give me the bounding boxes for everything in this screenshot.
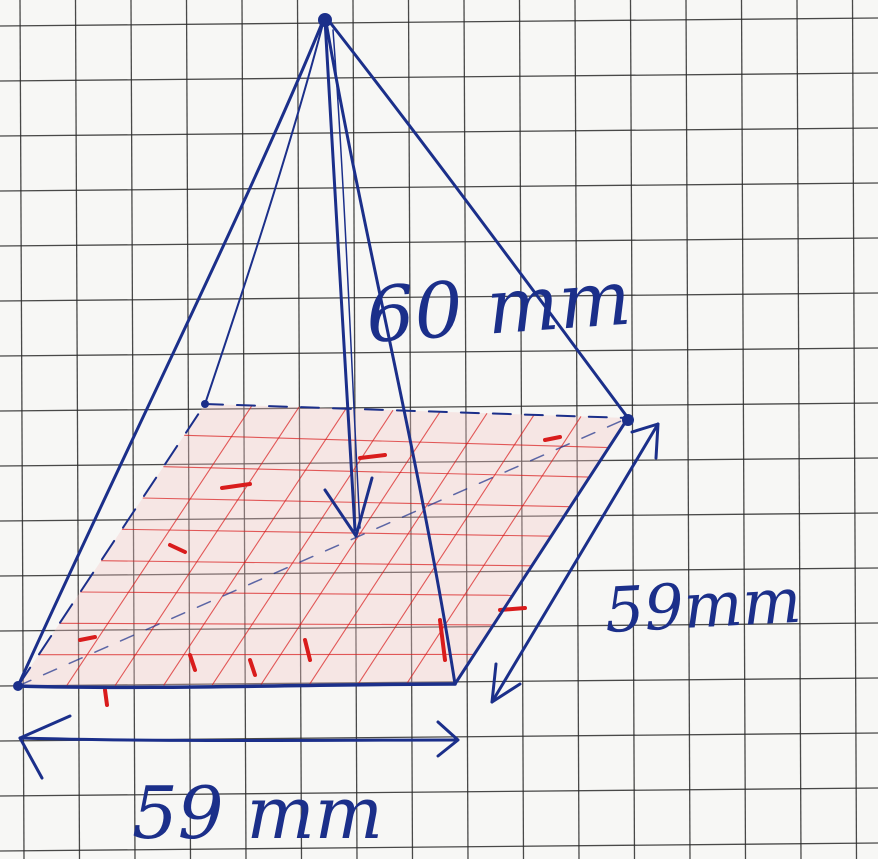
hatch-line (405, 416, 582, 685)
base-left-edge-dashed (17, 403, 206, 687)
grid-line-vertical (407, 0, 414, 859)
height-arrow (323, 18, 374, 538)
base-right-edge (453, 416, 630, 686)
grid-line-horizontal (0, 402, 878, 412)
vertex-front-left (13, 681, 23, 691)
hatch-line (66, 405, 253, 687)
grid-line-vertical (130, 0, 136, 859)
grid-line-horizontal (0, 457, 878, 467)
hatch-line (163, 466, 590, 478)
grid-line-vertical (574, 0, 580, 859)
hatch-line (357, 414, 535, 685)
base-back-edge-dashed (204, 403, 629, 419)
grid-line-vertical (463, 0, 469, 859)
hatch-line (101, 560, 532, 567)
grid-line-horizontal (0, 292, 878, 302)
grid-line-vertical (518, 0, 525, 859)
grid-line-horizontal (0, 787, 878, 797)
grid-line-horizontal (0, 347, 878, 357)
grid-line-horizontal (0, 17, 878, 27)
depth-label: 59mm (603, 564, 803, 647)
grid-line-horizontal (0, 237, 878, 247)
width-arrowhead-left (18, 714, 72, 780)
base-front-edge (16, 682, 457, 690)
edge-back-right (323, 14, 630, 420)
grid-line-horizontal (0, 182, 878, 192)
grid-line-vertical (796, 0, 802, 859)
grid-line-vertical (296, 0, 303, 859)
edge-front-left (16, 14, 327, 688)
hatch-line (142, 497, 571, 508)
height-arrowhead (323, 476, 374, 538)
grid-line-vertical (851, 0, 858, 859)
width-arrow (18, 714, 460, 780)
depth-arrow (490, 422, 660, 704)
grid-line-vertical (685, 0, 691, 859)
hatch-line (260, 411, 441, 686)
vertex-back-right (622, 414, 634, 426)
hatch-line (121, 528, 552, 537)
height-label: 60 mm (363, 253, 634, 360)
width-arrowhead-right (436, 720, 460, 758)
apex-point (318, 13, 332, 27)
base-fill (18, 404, 628, 686)
grid-line-vertical (74, 0, 81, 859)
depth-arrowhead-bottom (490, 662, 522, 704)
hatch-line (308, 412, 488, 686)
grid-line-horizontal (0, 677, 878, 687)
grid-line-vertical (19, 0, 25, 859)
pyramid-edges (16, 14, 630, 690)
grid-line-horizontal (0, 72, 878, 82)
depth-arrowhead-top (630, 422, 660, 460)
grid-line-vertical (629, 0, 636, 859)
grid-line-horizontal (0, 127, 878, 137)
edge-back-left (204, 15, 326, 405)
grid-line-horizontal (0, 842, 878, 852)
hatch-line (163, 408, 347, 686)
vertex-back-left (201, 400, 209, 408)
vertex-marks (13, 13, 634, 691)
hatch-line (114, 406, 300, 686)
grid-line-horizontal (0, 512, 878, 522)
hatch-line (184, 434, 609, 449)
grid-line-horizontal (0, 567, 878, 577)
edge-front-right (323, 14, 457, 686)
base-tick-marks (78, 435, 562, 707)
width-label: 59 mm (132, 771, 383, 855)
grid-line-vertical (241, 0, 247, 859)
base-hatching (18, 404, 628, 707)
hatch-line (59, 622, 494, 626)
grid-line-vertical (740, 0, 747, 859)
